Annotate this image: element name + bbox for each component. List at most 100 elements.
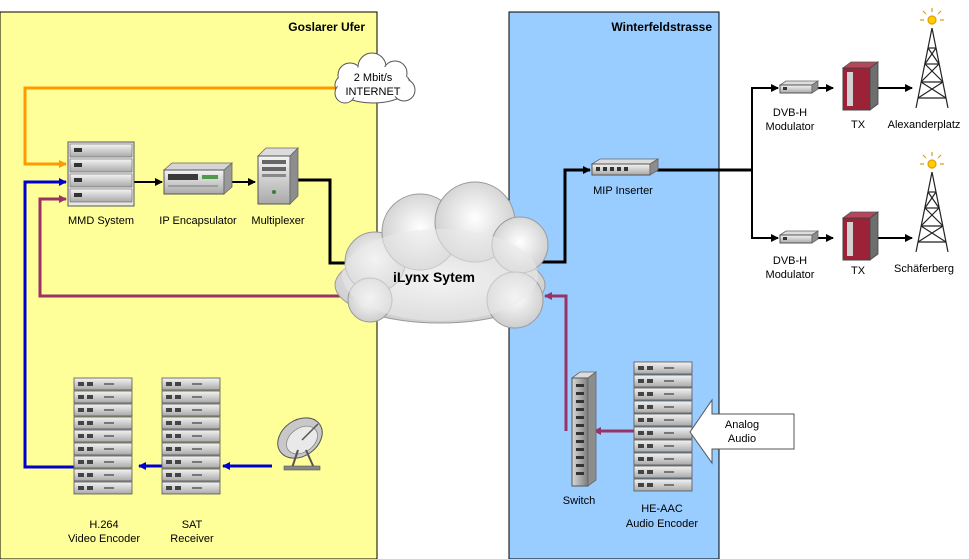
network-device-icon [590,158,660,176]
switch-port [576,464,584,467]
connections [23,84,913,470]
internet-link [23,86,337,168]
tx-bottom: TX [841,211,880,277]
modulator-bottom-line2: Modulator [766,269,815,281]
rack-unit-icon [162,162,234,195]
analog-audio-line2: Audio [728,433,756,445]
rack-unit [161,377,221,391]
zone-winterfeldstrasse-title: Winterfeldstrasse [611,20,712,34]
audio-encoder: HE-AAC Audio Encoder [626,361,698,530]
rack-unit [161,455,221,469]
multiplexer: Multiplexer [251,147,305,227]
audio-encoder-line1: HE-AAC [641,503,683,515]
mmd-system: MMD System [67,141,135,227]
internet-cloud-line1: 2 Mbit/s [354,72,393,84]
rack-unit [633,361,693,375]
rack-unit [73,416,133,430]
rack-unit [73,403,133,417]
tower-bottom: Schäferberg [894,152,954,275]
switch-port [576,440,584,443]
tower-server-icon [257,147,299,205]
internet-cloud-line2: INTERNET [346,86,401,98]
sat-receiver: SAT Receiver [161,377,221,545]
modulator-icon [778,230,820,244]
multiplexer-to-ilynx-link [298,178,356,267]
rack-stack-icon [73,377,133,495]
modulator-icon [778,80,820,94]
ilynx-to-mmd-link [38,195,342,298]
switch-port [576,424,584,427]
zone-goslarer-ufer-title: Goslarer Ufer [288,20,365,34]
ip-encapsulator-label: IP Encapsulator [159,215,237,227]
rack-unit [161,468,221,482]
antenna-tower-icon [915,152,949,253]
tx-bottom-label: TX [851,265,866,277]
rack-unit [161,390,221,404]
rack-unit [73,442,133,456]
ilynx-to-mip-link [541,166,591,264]
modulator-top-line1: DVB-H [773,107,807,119]
sat-receiver-line2: Receiver [170,533,214,545]
ilynx-cloud: iLynx Sytem [334,181,549,329]
rack-stack-icon [161,377,221,495]
transmitter-icon [841,211,880,261]
tower-top-label: Alexanderplatz [888,119,961,131]
modulator-bottom: DVB-H Modulator [766,230,820,281]
switch-port [576,408,584,411]
video-encoder: H.264 Video Encoder [68,377,140,545]
modulator-bottom-line1: DVB-H [773,255,807,267]
switch: Switch [563,371,598,507]
analog-audio-line1: Analog [725,419,759,431]
rack-unit [633,439,693,453]
ip-encapsulator: IP Encapsulator [159,162,237,227]
rack-unit [633,387,693,401]
tx-top: TX [841,61,880,131]
rack-unit [73,390,133,404]
rack-unit [73,377,133,391]
transmitter-icon [841,61,880,111]
switch-to-ilynx-link [544,292,568,431]
modulator-top: DVB-H Modulator [766,80,820,133]
modulator-top-line2: Modulator [766,121,815,133]
audio-encoder-line2: Audio Encoder [626,518,698,530]
rack-unit [161,403,221,417]
satellite-dish [277,417,323,471]
rack-unit [73,455,133,469]
multiplexer-label: Multiplexer [251,215,305,227]
rack-unit [73,468,133,482]
mip-inserter-label: MIP Inserter [593,185,653,197]
rack-unit [73,481,133,495]
switch-port [576,472,584,475]
server-stack-icon [67,141,135,207]
internet-cloud: 2 Mbit/s INTERNET [334,52,416,104]
rack-unit [633,478,693,492]
rack-unit [161,442,221,456]
mmd-system-label: MMD System [68,215,134,227]
switch-port [576,432,584,435]
switch-port [576,416,584,419]
sat-receiver-line1: SAT [182,519,203,531]
video-to-mmd-link [23,178,74,469]
satellite-dish-icon [277,417,323,471]
mip-to-modulator-bottom-link [751,170,779,242]
switch-port [576,448,584,451]
mip-inserter: MIP Inserter [590,158,660,197]
rack-unit [633,413,693,427]
switch-icon [570,371,598,487]
rack-unit [633,426,693,440]
rack-unit [161,416,221,430]
analog-audio-callout: Analog Audio [689,398,795,465]
tx-top-label: TX [851,119,866,131]
rack-unit [633,452,693,466]
antenna-tower-icon [915,8,949,109]
mip-to-modulator-top-link [751,84,779,170]
rack-unit [633,374,693,388]
tower-bottom-label: Schäferberg [894,263,954,275]
video-encoder-line1: H.264 [89,519,118,531]
rack-unit [633,465,693,479]
switch-port [576,392,584,395]
switch-port [576,384,584,387]
switch-port [576,400,584,403]
switch-label: Switch [563,495,595,507]
